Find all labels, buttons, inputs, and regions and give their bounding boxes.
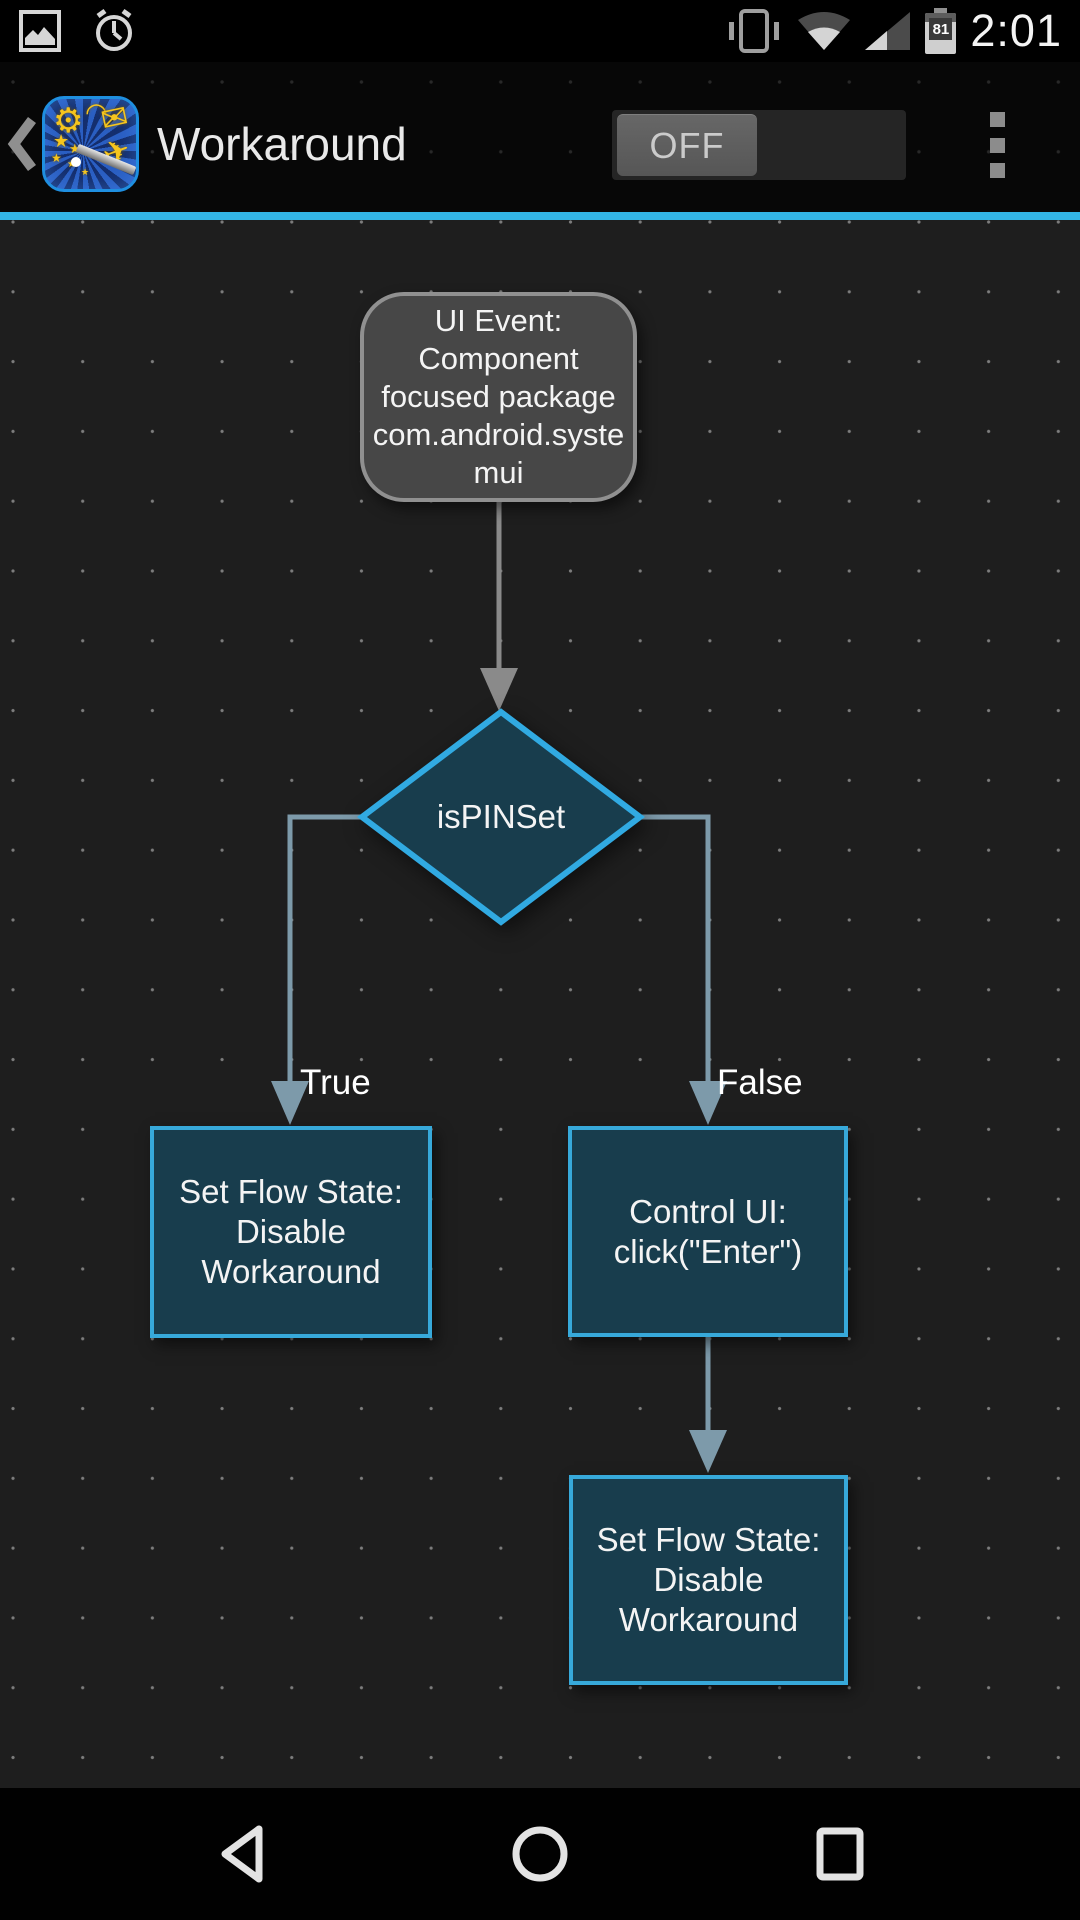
back-triangle-icon bbox=[221, 1825, 263, 1883]
node-text: Set Flow State: Disable Workaround bbox=[596, 1521, 821, 1638]
wifi-glyph: ◠ bbox=[85, 97, 108, 127]
magic-wand-tip bbox=[71, 157, 81, 167]
signal-icon bbox=[865, 12, 911, 50]
overflow-menu-icon[interactable] bbox=[983, 112, 1011, 178]
back-button[interactable] bbox=[212, 1824, 272, 1884]
flow-connectors bbox=[271, 502, 727, 1473]
wifi-icon bbox=[798, 12, 851, 50]
flow-node-ui-event[interactable]: UI Event: Component focused package com.… bbox=[360, 292, 637, 502]
star-glyph: ★ bbox=[69, 141, 81, 156]
edge-true bbox=[271, 814, 362, 1125]
node-text: Set Flow State: Disable Workaround bbox=[179, 1173, 403, 1290]
star-glyph: ★ bbox=[51, 151, 62, 165]
photo-icon bbox=[19, 10, 61, 52]
star-glyph: ★ bbox=[81, 167, 90, 177]
edge-control-to-setflow bbox=[689, 1337, 727, 1473]
alarm-icon bbox=[96, 8, 132, 51]
home-button[interactable] bbox=[510, 1824, 570, 1884]
flowchart-canvas[interactable]: UI Event: Component focused package com.… bbox=[0, 220, 1080, 1788]
edge-label-false: False bbox=[717, 1063, 803, 1102]
home-circle-icon bbox=[512, 1826, 568, 1882]
decision-node-shape[interactable] bbox=[357, 708, 645, 926]
clock-time: 2:01 bbox=[970, 5, 1062, 56]
battery-icon: 81 bbox=[925, 8, 957, 54]
node-text: Control UI: click("Enter") bbox=[613, 1192, 803, 1270]
recents-button[interactable] bbox=[810, 1824, 870, 1884]
navigation-bar bbox=[0, 1788, 1080, 1920]
gear-glyph: ⚙ bbox=[53, 102, 84, 140]
app-bar: ⚙ ◠ ✉ ✈ ★ ★ ★ ★ ★ Workaround OFF bbox=[0, 62, 1080, 212]
flow-node-control-ui[interactable]: Control UI: click("Enter") bbox=[568, 1126, 848, 1337]
flow-node-set-flow-state-true[interactable]: Set Flow State: Disable Workaround bbox=[150, 1126, 432, 1338]
edge-event-to-decision bbox=[480, 502, 518, 711]
edge-label-true: True bbox=[300, 1063, 371, 1102]
edge-false bbox=[640, 814, 727, 1125]
decision-node-label: isPINSet bbox=[436, 798, 566, 835]
flow-enable-toggle[interactable]: OFF bbox=[612, 110, 906, 180]
accent-divider bbox=[0, 212, 1080, 220]
flow-node-set-flow-state-false[interactable]: Set Flow State: Disable Workaround bbox=[569, 1475, 848, 1685]
toggle-thumb[interactable]: OFF bbox=[617, 114, 757, 176]
back-chevron-icon[interactable] bbox=[6, 114, 40, 174]
app-logo-icon[interactable]: ⚙ ◠ ✉ ✈ ★ ★ ★ ★ ★ bbox=[42, 96, 139, 192]
recents-square-icon bbox=[816, 1827, 864, 1881]
star-glyph: ★ bbox=[53, 131, 70, 151]
battery-percent: 81 bbox=[929, 18, 953, 40]
page-title: Workaround bbox=[157, 118, 407, 170]
node-text: UI Event: Component focused package com.… bbox=[372, 303, 625, 490]
vibrate-icon bbox=[729, 9, 780, 53]
status-bar: 81 2:01 bbox=[0, 0, 1080, 62]
